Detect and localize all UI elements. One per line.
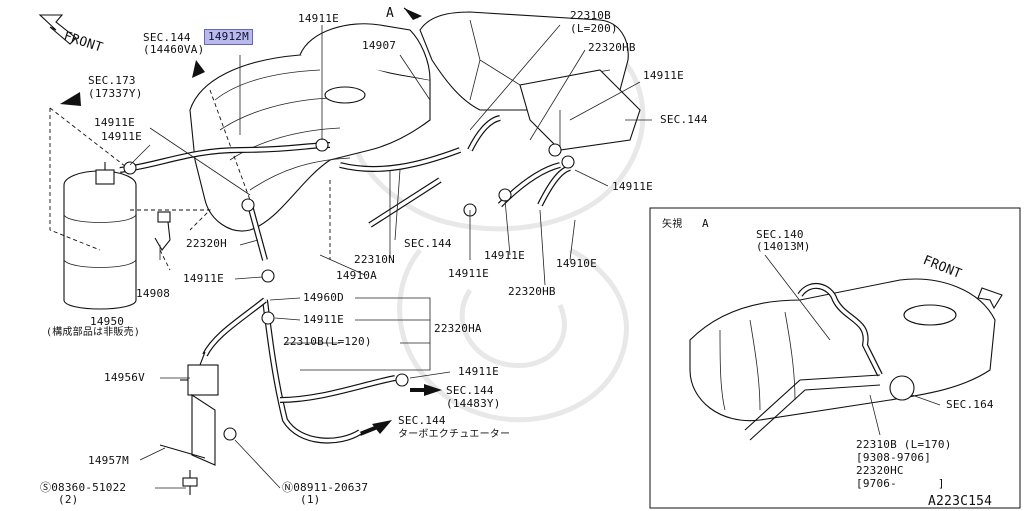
charcoal-canister (63, 162, 137, 310)
sec144-14483y-arrow-icon (410, 384, 442, 396)
sec144-turbo-arrow-icon (359, 420, 392, 436)
view-a-arrow-icon (403, 7, 422, 20)
solenoid-valve (159, 351, 237, 495)
part-14907: 14907 (362, 39, 397, 52)
inset-title: 矢視 (662, 219, 683, 230)
front-arrow-icon (38, 14, 77, 45)
part-n08911-qty: (1) (300, 493, 321, 506)
part-22310b-top-sub: (L=200) (570, 22, 618, 35)
part-22320hb-top: 22320HB (588, 41, 636, 54)
part-22320h: 22320H (186, 237, 227, 250)
part-14908: 14908 (136, 287, 171, 300)
part-14911e-mid1: 14911E (448, 267, 489, 280)
highlighted-part-14912m[interactable]: 14912M (204, 29, 253, 45)
sec144-turbo-label: SEC.144 (398, 414, 446, 427)
sec144-mid-label: SEC.144 (404, 237, 452, 250)
sec144-turbo-sub: ターボエクチュエーター (398, 429, 511, 440)
part-14911e-bottom: 14911E (458, 365, 499, 378)
part-14960d: 14960D (303, 291, 344, 304)
part-14911e-left2: 14911E (101, 130, 142, 143)
leader-lines (129, 24, 652, 489)
dashed-leaders (49, 89, 331, 271)
part-14957m: 14957M (88, 454, 129, 467)
part-n08911: Ⓝ08911-20637 (282, 481, 369, 494)
sec144-right-label: SEC.144 (660, 113, 708, 126)
part-14911e-lower: 14911E (183, 272, 224, 285)
arrow-a-label: A (386, 6, 395, 21)
part-22310b-inset-date: [9308-9706] (856, 451, 932, 464)
part-22320hc-date: [9706- ] (856, 477, 945, 490)
sec144-top-label: SEC.144 (143, 31, 191, 44)
part-s08360-qty: (2) (58, 493, 79, 506)
inset-a: A (702, 217, 709, 230)
sec164-label: SEC.164 (946, 398, 994, 411)
part-22310n: 22310N (354, 253, 395, 266)
sec173-arrow-icon (60, 92, 81, 106)
part-14911e-left1: 14911E (94, 116, 135, 129)
figure-code: A223C154 (928, 494, 993, 509)
part-14911e-lower2: 14911E (303, 313, 344, 326)
hose-clamps (123, 138, 575, 387)
part-22320ha: 22320HA (434, 322, 482, 335)
part-14910e: 14910E (556, 257, 597, 270)
sec144-top-arrow-icon (192, 60, 205, 78)
inset-front-arrow-icon (977, 287, 1003, 310)
part-14950: 14950 (90, 315, 125, 328)
part-s08360: Ⓢ08360-51022 (40, 481, 127, 494)
sec144-14483y-label: SEC.144 (446, 384, 494, 397)
sec173-sub: (17337Y) (88, 87, 143, 100)
part-14950-note: (構成部品は非販売) (46, 327, 141, 338)
part-14911e-right1: 14911E (643, 69, 684, 82)
part-14911e-right2: 14911E (612, 180, 653, 193)
part-22320hb-bottom: 22320HB (508, 285, 556, 298)
front-label: FRONT (61, 29, 105, 56)
inset-front-label: FRONT (920, 253, 964, 283)
part-14911e-mid2: 14911E (484, 249, 525, 262)
part-14910a: 14910A (336, 269, 377, 282)
part-14911e-top: 14911E (298, 12, 339, 25)
sec173-label: SEC.173 (88, 74, 136, 87)
sec140-sub: (14013M) (756, 240, 811, 253)
main-hoses (119, 115, 571, 444)
part-22320hc: 22320HC (856, 464, 904, 477)
inset-view-a (649, 207, 1021, 509)
part-14956v: 14956V (104, 371, 145, 384)
intake-manifold (189, 23, 431, 232)
part-22310b-top: 22310B (570, 9, 611, 22)
sec144-top-sub: (14460VA) (143, 43, 205, 56)
upper-housing (419, 11, 641, 151)
sec144-14483y-sub: (14483Y) (446, 397, 501, 410)
part-22310b-mid: 22310B(L=120) (283, 335, 372, 348)
sec140-label: SEC.140 (756, 228, 804, 241)
part-22310b-inset: 22310B (L=170) (856, 438, 952, 451)
